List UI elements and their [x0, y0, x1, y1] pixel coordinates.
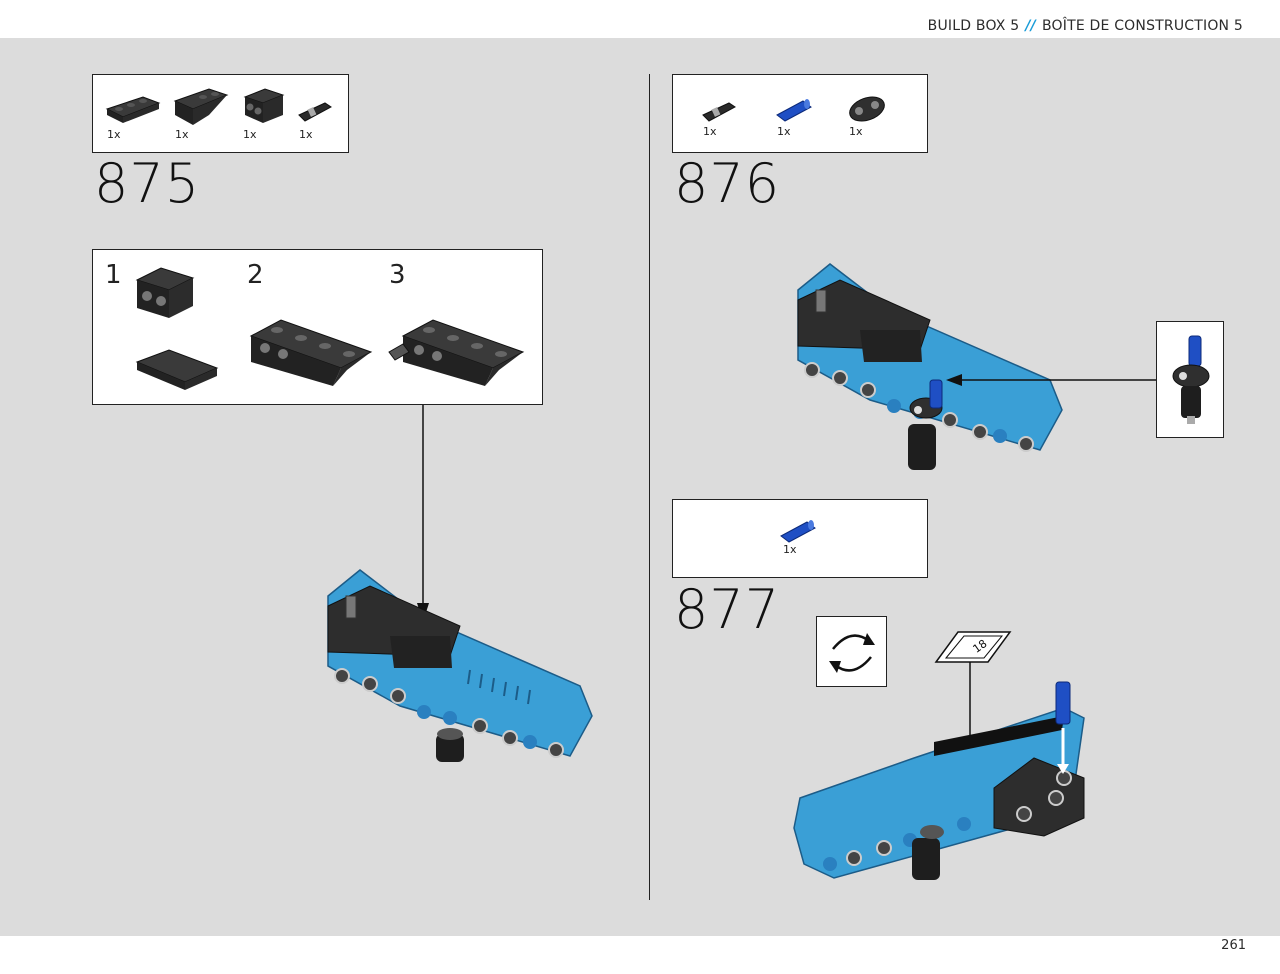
- step-875-parts-box: 1x 1x 1x 1x: [92, 74, 349, 153]
- rotate-model-box: [816, 616, 887, 687]
- step-876-callout-arrow: [946, 374, 1156, 386]
- step-876-detail-box: [1156, 321, 1224, 438]
- rotate-model-icon: [829, 633, 875, 673]
- step-875-subassembly-box: 1 2 3: [92, 249, 543, 405]
- substep-2-illustration: [249, 319, 373, 386]
- page-header: BUILD BOX 5 // BOÎTE DE CONSTRUCTION 5: [0, 0, 1280, 38]
- part-qty: 1x: [849, 125, 863, 138]
- step-number-877: 877: [674, 578, 781, 641]
- blue-pin-icon: [780, 520, 816, 543]
- step-number-875: 875: [94, 152, 201, 215]
- part-qty: 1x: [783, 543, 797, 556]
- substep-3-illustration: [388, 319, 525, 386]
- build-box-title: BUILD BOX 5 // BOÎTE DE CONSTRUCTION 5: [928, 18, 1243, 34]
- instruction-canvas: 1x 1x 1x 1x 875 1 2 3: [0, 38, 1280, 936]
- part-qty: 1x: [777, 125, 791, 138]
- step-876-main-model: [797, 263, 1063, 470]
- substep-1-illustration: [135, 267, 219, 390]
- step-877-main-model: [793, 681, 1085, 880]
- part-qty: 1x: [175, 128, 189, 141]
- substep-1: 1: [105, 260, 122, 290]
- step-875-main-model: [327, 569, 593, 762]
- step-876-detail-illustration: [1172, 335, 1210, 424]
- black-brick-1x2-holes-icon: [243, 88, 285, 123]
- substep-2: 2: [247, 260, 264, 290]
- black-axle-pin-icon: [702, 102, 736, 122]
- black-plate-1x3-inverted-icon: [105, 96, 161, 123]
- title-separator: //: [1025, 18, 1036, 34]
- step-876-parts-box: 1x 1x 1x: [672, 74, 928, 153]
- part-qty: 1x: [299, 128, 313, 141]
- blue-pin-icon: [776, 99, 812, 122]
- sticker-18-icon: 18: [934, 631, 1012, 663]
- black-slope-inverted-icon: [173, 88, 229, 125]
- page-footer: 261: [0, 936, 1280, 974]
- substep-3: 3: [389, 260, 406, 290]
- step-877-parts-box: 1x: [672, 499, 928, 578]
- black-liftarm-connector-icon: [849, 96, 885, 122]
- build-box-en: BUILD BOX 5: [927, 18, 1020, 34]
- part-qty: 1x: [107, 128, 121, 141]
- build-box-fr: BOÎTE DE CONSTRUCTION 5: [1041, 18, 1243, 34]
- part-qty: 1x: [243, 128, 257, 141]
- part-qty: 1x: [703, 125, 717, 138]
- black-axle-pin-icon: [298, 102, 332, 122]
- page-divider: [649, 74, 650, 900]
- page-number: 261: [1221, 938, 1246, 953]
- step-number-876: 876: [674, 152, 781, 215]
